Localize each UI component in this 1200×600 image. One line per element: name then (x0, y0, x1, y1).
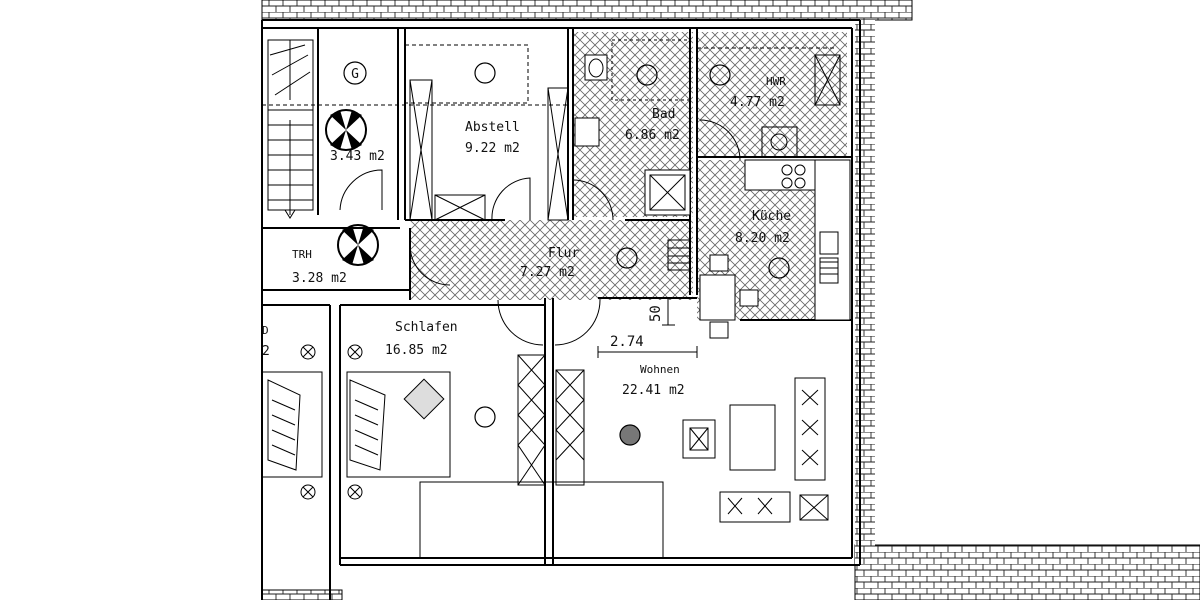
dining-table (699, 254, 759, 339)
kitchen-counter (744, 159, 851, 321)
room-small-area: 3.43 m2 (330, 149, 385, 164)
room-schlafen-area: 16.85 m2 (385, 343, 448, 358)
bath-fixtures (574, 39, 691, 216)
hwr-shelf (761, 54, 841, 158)
room-abstell-area: 9.22 m2 (465, 141, 520, 156)
roof-tiles-right (855, 20, 875, 565)
room-hwr-area: 4.77 m2 (730, 95, 785, 110)
staircase (267, 39, 314, 219)
room-flur-area: 7.27 m2 (520, 265, 575, 280)
hall-floor (410, 220, 693, 300)
ventilation-fan-icons (325, 109, 379, 266)
room-trh-area: 3.28 m2 (292, 271, 347, 286)
hwr-floor (697, 32, 847, 157)
room-wohnen-area: 22.41 m2 (622, 383, 685, 398)
room-schlafen-name: Schlafen (395, 320, 458, 335)
room-kueche-name: Küche (752, 209, 791, 224)
window-markers (300, 344, 363, 500)
roof-tiles-top (261, 0, 913, 21)
room-left-partial-area: 2 (262, 344, 270, 359)
room-wohnen-name: Wohnen (640, 363, 680, 376)
door-swings (339, 119, 741, 346)
bedroom-furniture (261, 371, 451, 478)
room-left-partial-name: D (262, 324, 269, 337)
outer-walls (261, 19, 861, 600)
room-abstell-name: Abstell (465, 120, 520, 135)
dimension-lines (597, 298, 698, 358)
dimension-width: 2.74 (610, 334, 644, 350)
hall-steps (667, 239, 691, 271)
living-furniture (419, 377, 829, 559)
stair-marker-label: G (351, 67, 359, 82)
room-kueche-area: 8.20 m2 (735, 231, 790, 246)
room-trh-name: TRH (292, 248, 312, 261)
smoke-detector-icons (474, 62, 790, 446)
roof-tiles-bottom-right (854, 544, 1200, 600)
dimension-height: 50 (648, 305, 664, 322)
stair-marker (343, 61, 367, 85)
room-flur-name: Flur (548, 246, 579, 261)
room-bad-name: Bad (652, 107, 675, 122)
storage-shelves (409, 79, 569, 221)
room-bad-area: 6.86 m2 (625, 128, 680, 143)
wardrobes (517, 354, 585, 486)
room-hwr-name: HWR (766, 75, 786, 88)
